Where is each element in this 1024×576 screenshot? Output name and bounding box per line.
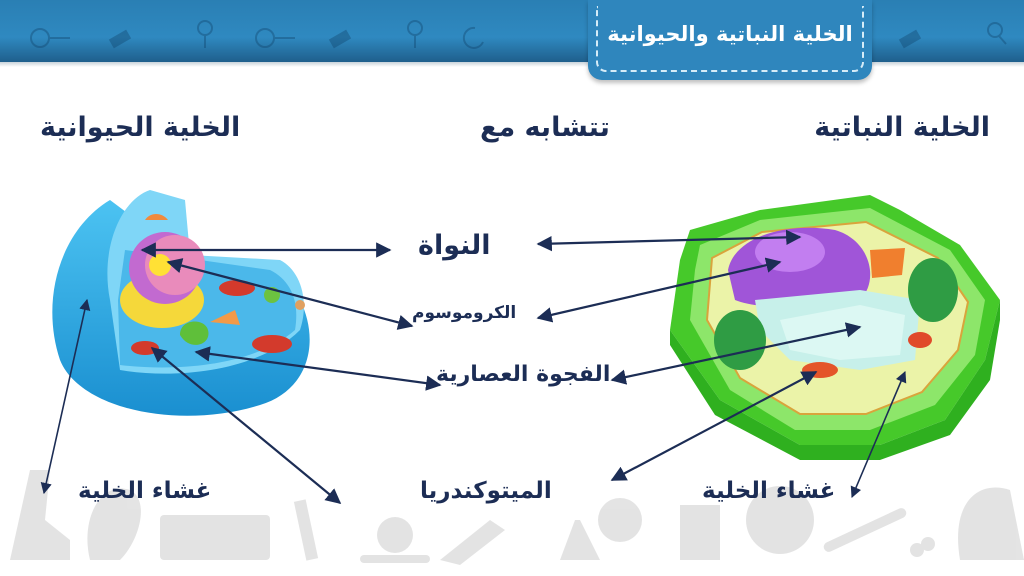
label-cell-membrane-animal: غشاء الخلية: [78, 478, 212, 504]
plant-cell-heading: الخلية النباتية: [814, 112, 990, 143]
page-title: الخلية النباتية والحيوانية: [607, 22, 853, 46]
label-chromosome: الكروموسوم: [412, 303, 517, 323]
arrow-membrane-plant: [850, 370, 907, 499]
arrow-chromosome-plant: [536, 257, 782, 323]
label-vacuole: الفجوة العصارية: [436, 362, 611, 387]
arrow-vacuole-plant: [610, 322, 862, 385]
science-pattern-icon: [30, 20, 1007, 49]
label-nucleus: النواة: [418, 230, 491, 261]
arrow-membrane-animal: [40, 298, 91, 495]
title-tab-stitching: [596, 6, 864, 72]
similar-to-heading: تتشابه مع: [480, 112, 610, 143]
arrow-vacuole-animal: [194, 346, 442, 391]
banner-shadow: [0, 62, 1024, 67]
arrow-chromosome-animal: [166, 258, 414, 330]
arrow-nucleus-plant: [536, 229, 802, 252]
title-tab: الخلية النباتية والحيوانية: [588, 0, 872, 80]
label-cell-membrane-plant: غشاء الخلية: [702, 478, 836, 504]
label-mitochondria: الميتوكندريا: [420, 478, 552, 504]
arrow-mito-plant: [610, 371, 818, 481]
animal-cell-heading: الخلية الحيوانية: [40, 112, 241, 143]
arrow-mito-animal: [150, 347, 342, 504]
